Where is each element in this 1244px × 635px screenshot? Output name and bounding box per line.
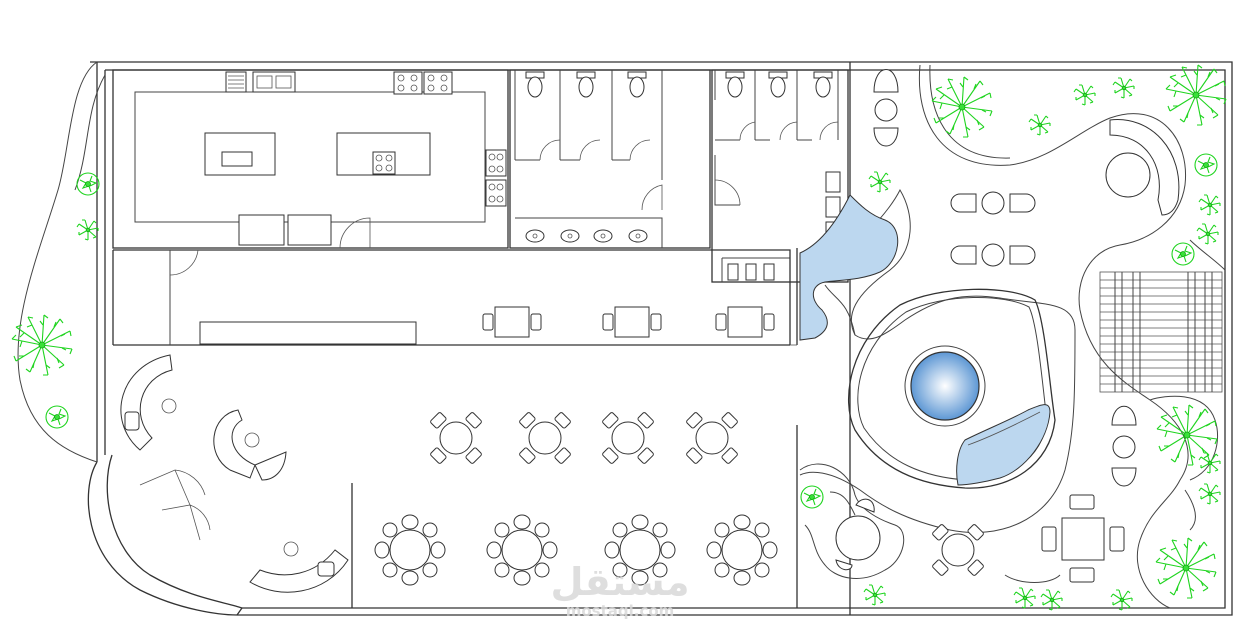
washbasin-icon — [525, 229, 545, 243]
urinal-icon — [763, 263, 775, 281]
table-icon — [502, 395, 588, 481]
shrub-icon — [45, 405, 69, 429]
palm-tree-icon — [1165, 64, 1227, 126]
table-icon — [602, 306, 662, 338]
shrub-icon — [1198, 194, 1221, 216]
stove-icon — [372, 151, 396, 175]
garden — [799, 62, 1226, 615]
palm-tree-icon — [11, 314, 73, 376]
door-swing-icon — [539, 139, 561, 161]
shrub-icon — [76, 219, 99, 241]
pergola-icon — [1099, 271, 1223, 393]
sink-icon — [221, 151, 253, 167]
toilet-icon — [576, 71, 596, 98]
table-icon — [413, 395, 499, 481]
urinal-icon — [745, 263, 757, 281]
sofa-icon — [213, 409, 256, 479]
stove-icon — [485, 149, 507, 177]
chair-icon — [873, 69, 1137, 487]
palm-tree-icon — [1028, 114, 1051, 136]
shrub-icon — [1073, 84, 1096, 106]
washbasin-icon — [560, 229, 580, 243]
shrub-icon — [1171, 242, 1195, 266]
kitchen — [112, 69, 509, 249]
table-icon — [1041, 494, 1125, 583]
table-icon — [486, 514, 558, 586]
shrub-icon — [800, 485, 824, 509]
stove-icon — [393, 71, 423, 95]
sofa-icon — [120, 354, 173, 451]
toilet-icon — [813, 71, 833, 98]
sofa-icon — [249, 549, 349, 593]
shrub-icon — [1196, 223, 1219, 245]
toilet-icon — [627, 71, 647, 98]
vent-icon — [225, 71, 247, 93]
watermark-logo: مستقل — [551, 560, 690, 604]
table-icon — [585, 395, 671, 481]
door-swing-icon — [339, 217, 371, 249]
table-icon — [374, 514, 446, 586]
shrub-icon — [1198, 483, 1221, 505]
pool — [910, 351, 980, 421]
toilet-icon — [768, 71, 788, 98]
palm-tree-icon — [931, 76, 993, 138]
palm-tree-icon — [868, 171, 891, 193]
interior-walls — [112, 248, 798, 608]
stove-icon — [485, 179, 507, 207]
shrub-icon — [1112, 77, 1135, 99]
sink-icon — [252, 71, 296, 93]
palm-tree-icon — [1155, 537, 1217, 599]
shrub-icon — [1194, 153, 1218, 177]
shrub-icon — [76, 172, 100, 196]
shrub-icon — [863, 584, 886, 606]
table-icon — [669, 395, 755, 481]
stream — [956, 404, 1051, 486]
stove-icon — [423, 71, 453, 95]
washbasin-icon — [628, 229, 648, 243]
watermark: مستقل mostaql.com — [551, 560, 690, 620]
shrub-icon — [1013, 587, 1036, 609]
shrub-icon — [1040, 589, 1063, 611]
dining-tables — [374, 306, 778, 586]
table-icon — [706, 514, 778, 586]
restroom-1 — [509, 69, 711, 249]
lounge — [120, 354, 349, 593]
table-icon — [715, 306, 775, 338]
toilet-icon — [525, 71, 545, 98]
washbasin-icon — [593, 229, 613, 243]
counter-sink — [287, 214, 332, 246]
sofa-icon — [1109, 119, 1180, 216]
service-counter — [199, 321, 417, 345]
toilet-icon — [725, 71, 745, 98]
water-feature — [799, 194, 899, 341]
shrub-icon — [1198, 452, 1221, 474]
urinal-icon — [727, 263, 739, 281]
table-icon — [482, 306, 542, 338]
counter-sink — [238, 214, 285, 246]
shrub-icon — [1110, 589, 1133, 611]
watermark-site: mostaql.com — [566, 602, 675, 620]
table-icon — [915, 507, 1001, 593]
